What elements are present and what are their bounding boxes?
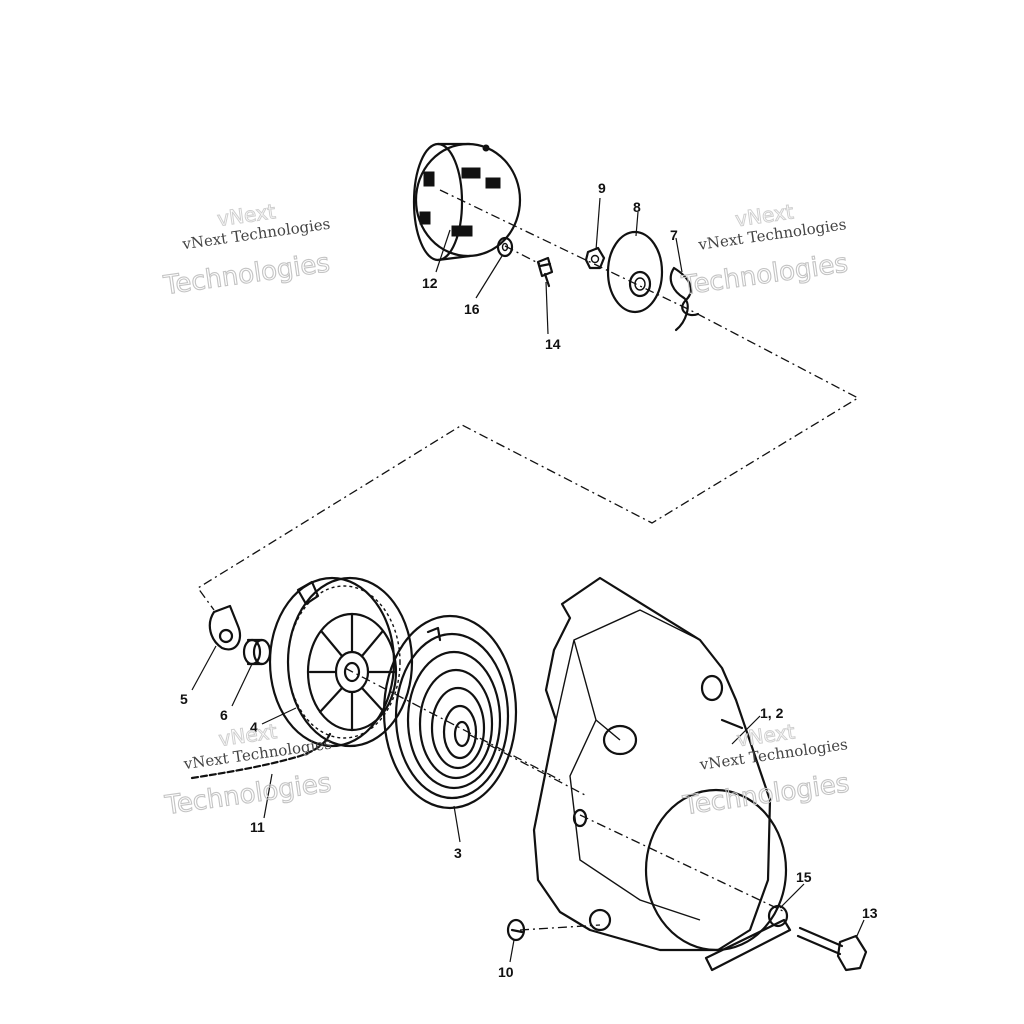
callout-leaders [191, 197, 865, 963]
watermark-top-right: vNext vNext Technologies Technologies [679, 199, 851, 302]
bolt-part-14 [536, 256, 554, 288]
spring-clip-part-7 [669, 266, 700, 332]
watermark-top-left: vNext vNext Technologies Technologies [161, 199, 333, 302]
starter-rope-part-11 [190, 732, 332, 780]
starter-cup-part-12 [412, 142, 522, 262]
callout-13: 13 [862, 905, 878, 921]
starter-housing-part-1-2 [532, 576, 788, 952]
ratchet-part-5 [208, 604, 242, 651]
reel-pulley-part-4 [268, 576, 414, 748]
callout-8: 8 [633, 199, 641, 215]
callout-1-2: 1, 2 [760, 705, 784, 721]
watermark-text-large: Technologies [161, 248, 332, 301]
nut-part-10 [506, 918, 526, 942]
watermark-text-large: Technologies [679, 248, 850, 301]
callout-14: 14 [545, 336, 561, 352]
callout-6: 6 [220, 707, 228, 723]
callout-16: 16 [464, 301, 480, 317]
spacer-part-15 [704, 904, 792, 972]
callout-11: 11 [250, 819, 265, 835]
callout-10: 10 [498, 964, 514, 980]
callout-labels: 12 16 14 9 8 7 5 6 4 11 3 1, 2 10 15 13 [180, 180, 878, 980]
recoil-spring-part-3 [382, 614, 518, 810]
washer-part-16 [496, 236, 514, 258]
callout-7: 7 [670, 227, 678, 243]
long-bolt-part-13 [796, 926, 868, 972]
callout-3: 3 [454, 845, 462, 861]
watermark-text-large: Technologies [163, 768, 334, 821]
friction-plate-part-8 [606, 230, 664, 314]
watermark-bottom-right: vNext vNext Technologies Technologies [680, 719, 852, 822]
callout-15: 15 [796, 869, 812, 885]
nut-part-9 [584, 246, 606, 270]
guide-part-6 [242, 638, 272, 666]
callout-4: 4 [250, 719, 258, 735]
assembly-center-lines [197, 189, 860, 931]
callout-12: 12 [422, 275, 438, 291]
callout-9: 9 [598, 180, 606, 196]
callout-5: 5 [180, 691, 188, 707]
